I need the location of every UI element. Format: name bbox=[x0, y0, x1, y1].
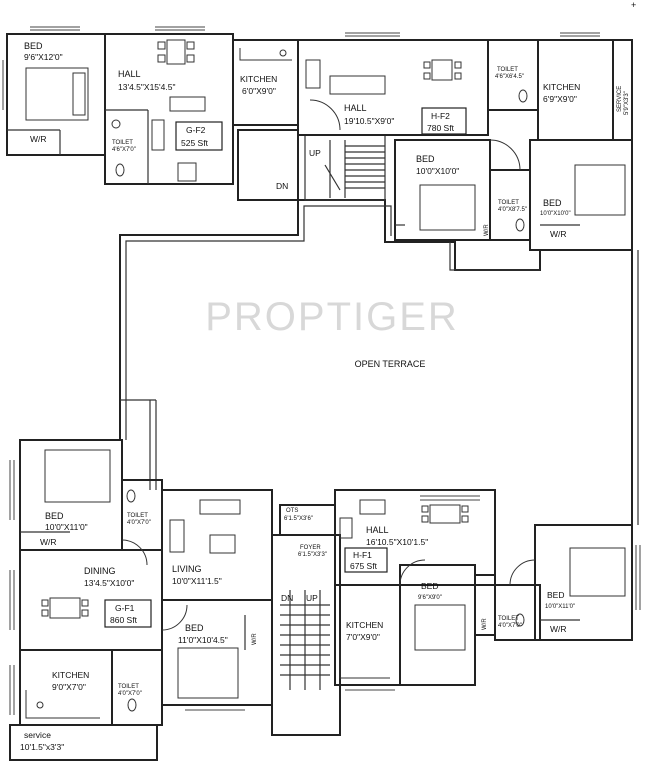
gf2-hall-size: 13'4.5"X15'4.5" bbox=[118, 82, 176, 92]
gf1-bed1-name: BED bbox=[45, 511, 64, 521]
gf2-bed-size: 9'6"X12'0" bbox=[24, 52, 63, 62]
gf1-toilet1-size: 4'0"X7'0" bbox=[127, 520, 151, 526]
upper-stair-dn: DN bbox=[276, 181, 288, 191]
gf1-kitchen-size: 9'0"X7'0" bbox=[52, 682, 86, 692]
gf2-toilet-name: TOILET bbox=[112, 140, 133, 146]
gf1-unit-box bbox=[104, 599, 152, 628]
watermark: PROPTIGER bbox=[205, 295, 459, 339]
lower-stair-up: UP bbox=[306, 593, 318, 603]
gf1-living-size: 10'0"X11'1.5" bbox=[172, 576, 222, 586]
hf1-unit-box bbox=[344, 547, 388, 573]
hf1-bed2-name: BED bbox=[547, 590, 564, 600]
gf1-wr2-label: W/R bbox=[252, 633, 258, 645]
gf1-unit-code: G-F1 bbox=[115, 603, 135, 613]
gf2-kitchen-size: 6'0"X9'0" bbox=[242, 86, 276, 96]
hf2-unit-box bbox=[421, 107, 467, 135]
hf2-toilet-size: 4'6"X6'4.5" bbox=[495, 74, 524, 80]
hf2-bed1-name: BED bbox=[416, 154, 435, 164]
hf1-bed2-size: 10'0"X11'0" bbox=[545, 604, 575, 610]
gf2-wr-label: W/R bbox=[30, 134, 47, 144]
hf2-kitchen-name: KITCHEN bbox=[543, 82, 580, 92]
hf1-toilet-size: 4'0"X7'0" bbox=[498, 623, 522, 629]
gf2-unit-box bbox=[175, 121, 223, 151]
hf2-service-size: 5'9"X3'3" bbox=[624, 91, 630, 115]
gf1-toilet1-name: TOILET bbox=[127, 513, 148, 519]
gf1-bed2-name: BED bbox=[185, 623, 204, 633]
hf1-wr2-label: W/R bbox=[550, 624, 567, 634]
lower-stairwell bbox=[271, 534, 341, 736]
gf1-bed2-size: 11'0"X10'4.5" bbox=[178, 635, 228, 645]
hf1-ots-name: OTS bbox=[286, 508, 298, 514]
hf2-unit-code: H-F2 bbox=[431, 111, 450, 121]
hf1-wr1-label: W/R bbox=[482, 618, 488, 630]
gf1-unit-area: 860 Sft bbox=[110, 615, 138, 625]
gf2-unit-area: 525 Sft bbox=[181, 138, 209, 148]
unit-h-f1 bbox=[279, 489, 641, 691]
hf2-hall-size: 19'10.5"X9'0" bbox=[344, 116, 394, 126]
hf2-kitchen-size: 6'9"X9'0" bbox=[543, 94, 577, 104]
hf2-bed2-size: 10'0"X10'0" bbox=[540, 211, 571, 217]
lower-stair-dn: DN bbox=[281, 593, 293, 603]
gf1-wr1-label: W/R bbox=[40, 537, 57, 547]
hf2-unit-area: 780 Sft bbox=[427, 123, 455, 133]
hf1-unit-area: 675 Sft bbox=[350, 561, 378, 571]
hf2-hall-name: HALL bbox=[344, 103, 367, 113]
open-terrace-label: OPEN TERRACE bbox=[355, 359, 426, 369]
gf2-unit-code: G-F2 bbox=[186, 125, 206, 135]
gf2-bed-name: BED bbox=[24, 41, 43, 51]
gf1-toilet2-name: TOILET bbox=[118, 684, 139, 690]
corner-mark: + bbox=[631, 0, 636, 10]
gf1-dining-name: DINING bbox=[84, 566, 116, 576]
hf2-toilet2-name: TOILET bbox=[498, 200, 519, 206]
gf1-service-name: service bbox=[24, 730, 51, 740]
hf2-bed2-name: BED bbox=[543, 198, 562, 208]
unit-g-f1 bbox=[9, 439, 273, 761]
hf1-hall-name: HALL bbox=[366, 525, 389, 535]
gf2-kitchen-name: KITCHEN bbox=[240, 74, 277, 84]
hf2-wr1-label: W/R bbox=[484, 224, 490, 236]
gf1-dining-size: 13'4.5"X10'0" bbox=[84, 578, 134, 588]
unit-g-f2 bbox=[2, 26, 386, 201]
hf1-foyer-name: FOYER bbox=[300, 545, 321, 551]
unit-h-f2 bbox=[297, 32, 633, 271]
hf1-bed1-size: 9'6"X9'0" bbox=[418, 595, 442, 601]
gf1-toilet2-size: 4'0"X7'0" bbox=[118, 691, 142, 697]
hf2-wr2-label: W/R bbox=[550, 229, 567, 239]
hf1-bed1-name: BED bbox=[421, 581, 438, 591]
hf1-foyer-size: 6'1.5"X3'3" bbox=[298, 552, 327, 558]
gf2-toilet-size: 4'6"X7'0" bbox=[112, 147, 136, 153]
hf2-toilet-name: TOILET bbox=[497, 67, 518, 73]
hf1-hall-size: 16'10.5"X10'1.5" bbox=[366, 537, 428, 547]
hf2-bed1-size: 10'0"X10'0" bbox=[416, 166, 459, 176]
gf2-hall-name: HALL bbox=[118, 69, 141, 79]
gf1-living-name: LIVING bbox=[172, 564, 202, 574]
gf1-service-size: 10'1.5"x3'3" bbox=[20, 742, 64, 752]
hf1-kitchen-size: 7'0"X9'0" bbox=[346, 632, 380, 642]
gf1-kitchen-name: KITCHEN bbox=[52, 670, 89, 680]
hf1-unit-code: H-F1 bbox=[353, 550, 372, 560]
hf2-toilet2-size: 4'0"X8'7.5" bbox=[498, 207, 527, 213]
hf1-toilet-name: TOILET bbox=[498, 616, 519, 622]
hf2-service-name: SERVICE bbox=[617, 86, 623, 112]
gf1-bed1-size: 10'0"X11'0" bbox=[45, 522, 88, 532]
upper-stair-up: UP bbox=[309, 148, 321, 158]
hf1-ots-size: 6'1.5"X3'6" bbox=[284, 516, 313, 522]
hf1-kitchen-name: KITCHEN bbox=[346, 620, 383, 630]
